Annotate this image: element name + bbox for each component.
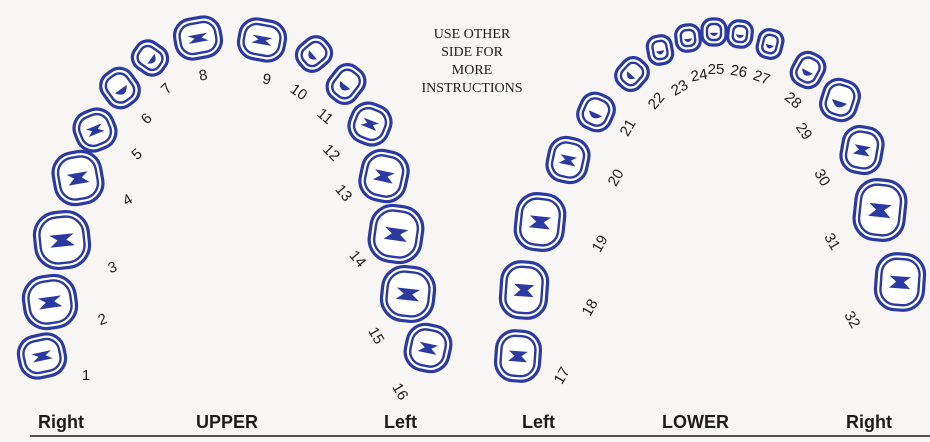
lower-title-label: LOWER (662, 412, 729, 432)
lower-tooth-number: 17 (551, 364, 574, 387)
lower-tooth-25 (702, 19, 726, 45)
upper-tooth-number: 6 (138, 110, 156, 128)
upper-tooth-5 (69, 104, 121, 156)
upper-tooth-11 (322, 59, 371, 109)
tooth-inner-outline (761, 34, 779, 55)
tooth-inner-outline (707, 24, 721, 40)
lower-tooth-number: 20 (605, 166, 628, 189)
upper-tooth-number: 3 (106, 258, 120, 277)
lower-tooth-19 (513, 192, 567, 253)
upper-tooth-8 (172, 14, 224, 61)
tooth-inner-outline (652, 40, 669, 60)
instruction-note-line-2: SIDE FOR (441, 45, 504, 60)
upper-tooth-16 (402, 321, 455, 375)
tooth-inner-outline (732, 25, 748, 42)
upper-tooth-1 (15, 331, 69, 382)
upper-tooth-number: 8 (198, 66, 209, 84)
upper-tooth-2 (21, 273, 80, 332)
upper-tooth-13 (356, 147, 411, 205)
lower-tooth-29 (817, 75, 864, 124)
lower-tooth-number: 22 (645, 89, 669, 113)
upper-tooth-number: 15 (364, 324, 387, 347)
lower-tooth-24 (675, 24, 702, 52)
upper-left-label: Left (384, 412, 417, 432)
upper-tooth-15 (379, 264, 436, 323)
lower-tooth-26 (727, 20, 754, 48)
lower-tooth-number: 32 (840, 308, 863, 331)
upper-title-label: UPPER (196, 412, 258, 432)
upper-tooth-9 (236, 16, 288, 63)
upper-tooth-number: 2 (96, 310, 110, 329)
lower-tooth-number: 27 (751, 67, 772, 89)
lower-tooth-17 (494, 330, 541, 383)
lower-tooth-28 (787, 48, 829, 92)
lower-tooth-30 (838, 124, 885, 176)
lower-tooth-number: 28 (781, 89, 805, 113)
upper-tooth-number: 11 (313, 105, 336, 128)
upper-tooth-number: 4 (120, 191, 136, 210)
lower-right-label: Right (846, 412, 892, 432)
upper-tooth-6 (95, 63, 145, 114)
lower-tooth-number: 21 (617, 116, 640, 139)
upper-tooth-number: 7 (158, 80, 176, 98)
lower-tooth-23 (646, 34, 674, 66)
upper-tooth-number: 12 (319, 141, 343, 165)
upper-tooth-number: 13 (332, 181, 356, 205)
upper-tooth-12 (344, 98, 396, 150)
upper-tooth-number: 10 (287, 81, 310, 104)
upper-tooth-7 (127, 36, 172, 80)
lower-tooth-number: 26 (729, 62, 748, 82)
upper-tooth-number: 16 (388, 380, 411, 403)
instruction-note-line-1: USE OTHER (434, 27, 511, 42)
lower-tooth-number: 29 (792, 120, 815, 143)
lower-tooth-18 (499, 260, 549, 319)
instruction-note-line-4: INSTRUCTIONS (421, 81, 522, 96)
lower-tooth-20 (544, 134, 592, 185)
upper-tooth-4 (50, 148, 106, 208)
instruction-note-line-3: MORE (452, 63, 492, 78)
upper-tooth-10 (291, 32, 336, 77)
lower-tooth-22 (611, 53, 653, 96)
lower-tooth-number: 23 (668, 77, 691, 100)
lower-tooth-number: 18 (579, 296, 602, 319)
lower-tooth-number: 25 (708, 61, 725, 78)
upper-tooth-number: 1 (82, 367, 90, 384)
tooth-inner-outline (680, 29, 696, 46)
upper-tooth-3 (32, 209, 92, 270)
lower-tooth-21 (573, 89, 619, 136)
upper-right-label: Right (38, 412, 84, 432)
lower-tooth-27 (755, 28, 785, 61)
upper-tooth-number: 14 (346, 247, 370, 271)
lower-left-label: Left (522, 412, 555, 432)
upper-tooth-number: 9 (261, 70, 272, 88)
upper-tooth-14 (366, 203, 425, 266)
lower-tooth-31 (852, 178, 908, 243)
lower-tooth-number: 31 (820, 230, 843, 253)
upper-tooth-number: 5 (128, 145, 145, 163)
lower-tooth-number: 30 (810, 166, 833, 189)
lower-tooth-32 (874, 252, 926, 311)
lower-tooth-number: 24 (690, 66, 709, 86)
lower-tooth-number: 19 (589, 232, 612, 255)
